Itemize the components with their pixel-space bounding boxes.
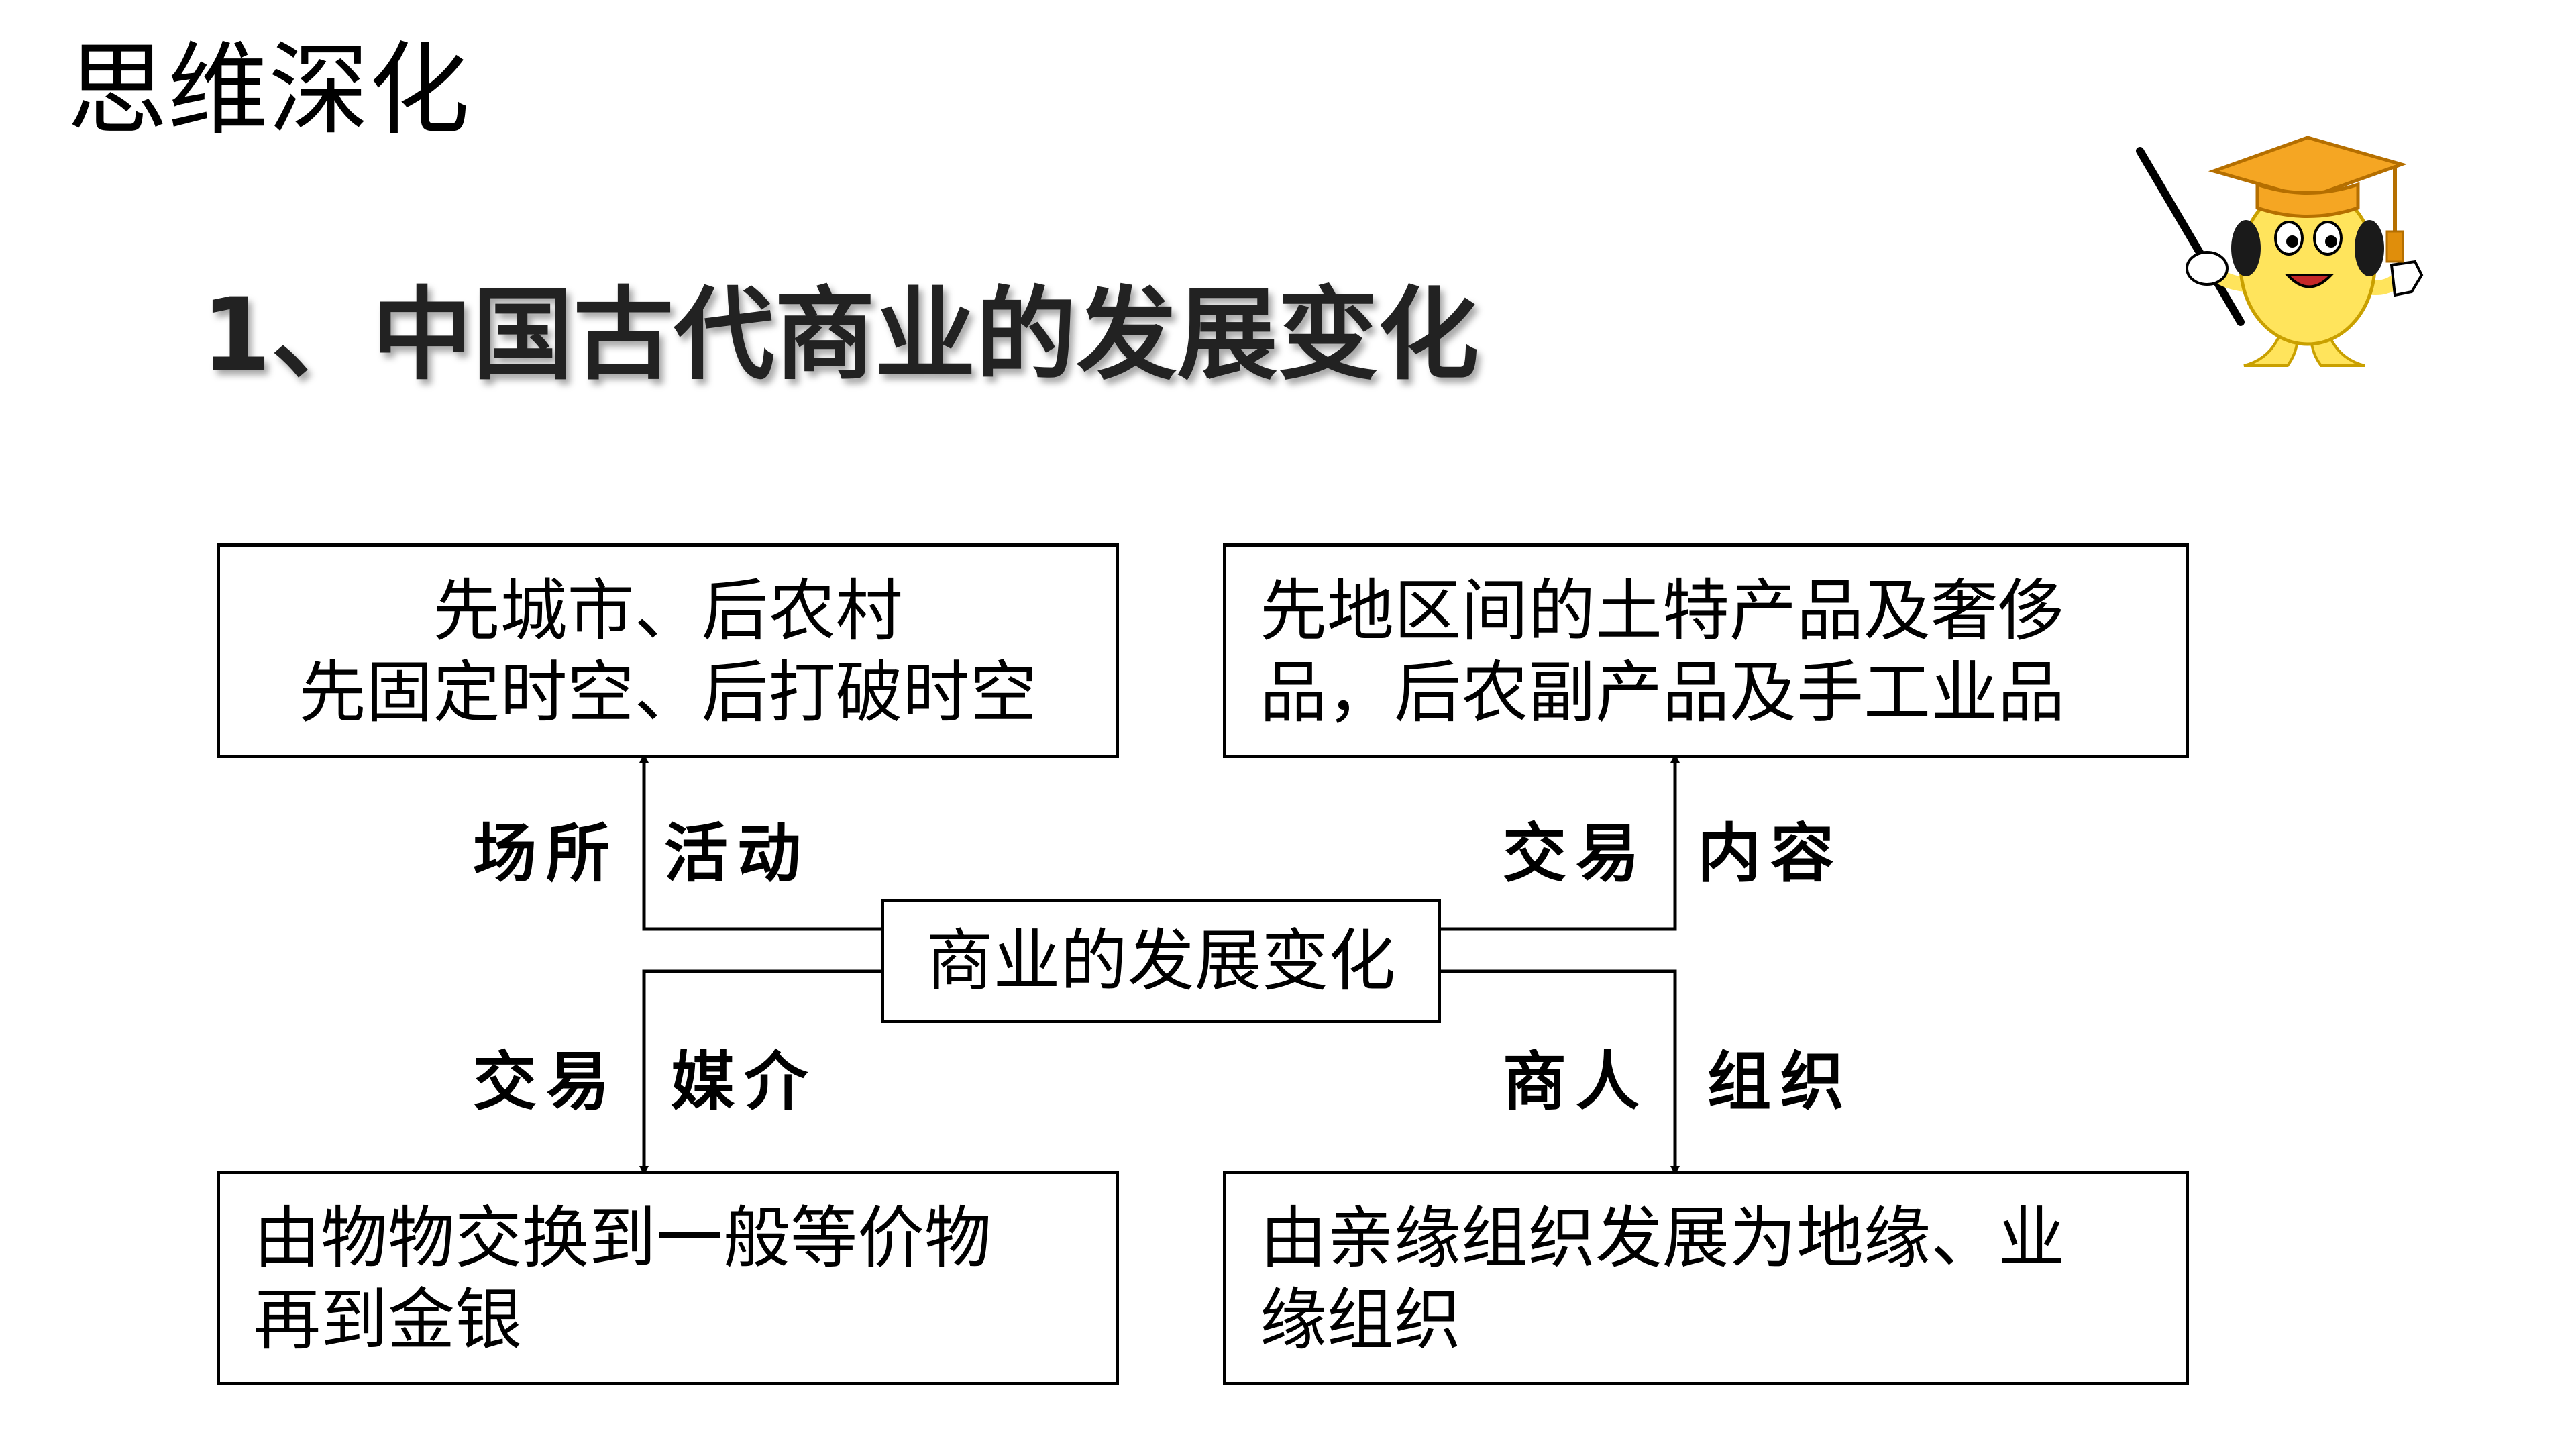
node-venue-line-2: 先固定时空、后打破时空 [299, 653, 1037, 732]
edge-label-goods-right: 内容 [1697, 816, 1844, 891]
graduate-teacher-mascot-icon [2136, 136, 2424, 367]
connector-org [1441, 969, 1680, 1175]
connector-medium [639, 969, 881, 1175]
connector-goods [1441, 753, 1680, 931]
node-medium-line-2: 再到金银 [254, 1281, 522, 1359]
edge-label-medium-right: 媒介 [671, 1044, 818, 1119]
section-heading: 思维深化 [67, 32, 470, 149]
node-venue: 先城市、后农村 先固定时空、后打破时空 [217, 543, 1119, 758]
edge-label-org-right: 组织 [1707, 1044, 1854, 1119]
node-goods-line-1: 先地区间的土特产品及奢侈 [1260, 572, 2065, 650]
node-organization-line-2: 缘组织 [1260, 1281, 1461, 1359]
node-goods-line-2: 品，后农副产品及手工业品 [1260, 653, 2065, 732]
node-venue-line-1: 先城市、后农村 [433, 572, 903, 650]
node-medium: 由物物交换到一般等价物 再到金银 [217, 1171, 1119, 1385]
node-center: 商业的发展变化 [881, 899, 1441, 1023]
node-goods: 先地区间的土特产品及奢侈 品，后农副产品及手工业品 [1223, 543, 2189, 758]
edge-label-venue-left: 场所 [473, 816, 620, 891]
node-organization-line-1: 由亲缘组织发展为地缘、业 [1260, 1199, 2065, 1277]
slide-title: 1、中国古代商业的发展变化 [201, 277, 1479, 394]
edge-label-goods-left: 交易 [1503, 816, 1650, 891]
edge-label-org-left: 商人 [1503, 1044, 1650, 1119]
node-organization: 由亲缘组织发展为地缘、业 缘组织 [1223, 1171, 2189, 1385]
edge-label-medium-left: 交易 [473, 1044, 620, 1119]
edge-label-venue-right: 活动 [664, 816, 811, 891]
connector-venue [639, 753, 881, 931]
node-medium-line-1: 由物物交换到一般等价物 [254, 1199, 991, 1277]
